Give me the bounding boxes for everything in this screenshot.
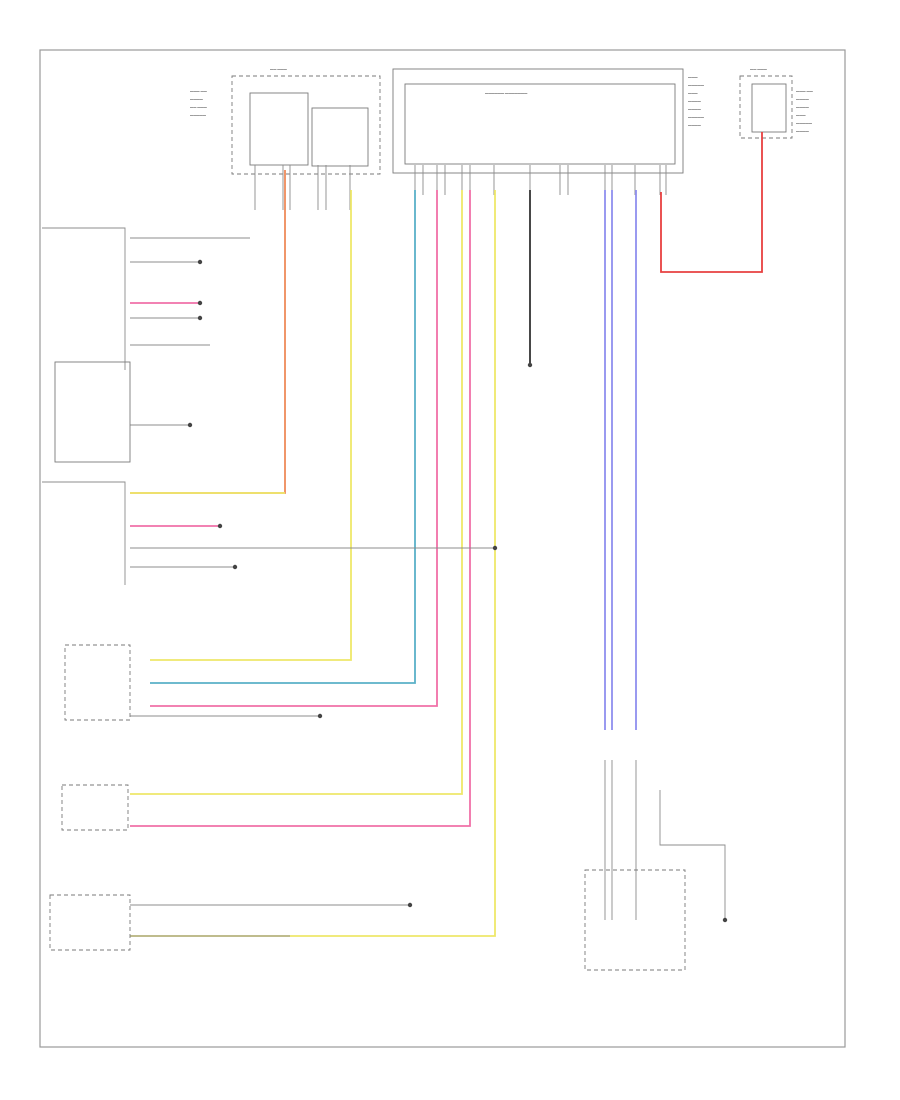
wire-blue <box>150 190 416 684</box>
lower-right-lines <box>604 760 726 920</box>
svg-text:▬▬▬ ▬▬: ▬▬▬ ▬▬ <box>796 89 814 93</box>
junction-dot-5 <box>217 523 223 529</box>
svg-text:▬▬▬ ▬▬: ▬▬▬ ▬▬ <box>190 89 208 93</box>
svg-text:▬▬▬▬▬: ▬▬▬▬▬ <box>688 115 705 119</box>
junction-dot-9 <box>527 362 533 368</box>
junction-dot-6 <box>232 564 238 570</box>
svg-text:▬▬ ▬▬▬: ▬▬ ▬▬▬ <box>190 105 208 109</box>
junction-dot-8 <box>317 713 323 719</box>
svg-text:▬▬▬▬▬▬ ▬▬▬▬▬▬▬: ▬▬▬▬▬▬ ▬▬▬▬▬▬▬ <box>485 91 528 95</box>
wire-red <box>660 132 763 273</box>
wire-yellow-1 <box>150 190 352 661</box>
wire-yellow-3 <box>130 190 496 937</box>
svg-text:▬▬▬▬▬: ▬▬▬▬▬ <box>688 83 705 87</box>
svg-text:▬▬▬▬▬: ▬▬▬▬▬ <box>190 113 207 117</box>
wire-pink-2 <box>130 190 471 827</box>
junction-dot-2 <box>197 300 203 306</box>
junction-dot-10 <box>722 917 728 923</box>
svg-text:▬▬ ▬▬▬: ▬▬ ▬▬▬ <box>750 67 768 71</box>
left-block-top <box>42 227 131 463</box>
top-right-module: ▬▬ ▬▬▬ ▬▬▬ ▬▬ ▬▬▬▬ ▬▬▬▬ ▬▬▬ ▬▬▬▬▬ ▬▬▬▬ <box>739 67 814 139</box>
wire-pink-1 <box>150 190 438 707</box>
wire-yellow-2 <box>130 190 463 795</box>
svg-text:▬▬▬▬: ▬▬▬▬ <box>688 99 702 103</box>
junction-dot-1 <box>197 259 203 265</box>
left-connector-stubs <box>254 165 351 210</box>
wire-orange <box>130 170 286 494</box>
left-block-lower <box>49 784 131 951</box>
diagram-frame <box>39 49 846 1048</box>
harness-line-2 <box>130 715 410 937</box>
svg-text:▬▬▬▬: ▬▬▬▬ <box>796 129 810 133</box>
svg-text:▬▬▬▬▬: ▬▬▬▬▬ <box>796 121 813 125</box>
svg-text:▬▬▬▬: ▬▬▬▬ <box>688 123 702 127</box>
left-block-middle <box>42 481 131 721</box>
svg-text:▬▬▬: ▬▬▬ <box>688 91 698 95</box>
svg-text:▬▬▬: ▬▬▬ <box>688 75 698 79</box>
svg-text:▬▬▬▬: ▬▬▬▬ <box>190 97 204 101</box>
central-module: ▬▬▬▬▬▬ ▬▬▬▬▬▬▬ ▬▬▬ ▬▬▬▬▬ ▬▬▬ ▬▬▬▬ ▬▬▬▬ ▬… <box>392 68 705 174</box>
junction-dot-7 <box>492 545 498 551</box>
junction-dot-3 <box>197 315 203 321</box>
svg-text:▬▬▬▬: ▬▬▬▬ <box>796 97 810 101</box>
top-left-module: ▬▬▬ ▬▬ ▬▬▬▬ ▬▬ ▬▬▬ ▬▬▬▬▬ ▬▬ ▬▬▬ <box>190 67 381 175</box>
svg-text:▬▬▬▬: ▬▬▬▬ <box>688 107 702 111</box>
junction-dot-11 <box>407 902 413 908</box>
svg-text:▬▬ ▬▬▬: ▬▬ ▬▬▬ <box>270 67 288 71</box>
svg-text:▬▬▬▬: ▬▬▬▬ <box>796 105 810 109</box>
junction-dot-4 <box>187 422 193 428</box>
svg-text:▬▬▬: ▬▬▬ <box>796 113 806 117</box>
harness-line-1 <box>130 237 495 568</box>
central-connector-stubs <box>414 165 667 195</box>
lower-right-connector <box>584 869 686 971</box>
